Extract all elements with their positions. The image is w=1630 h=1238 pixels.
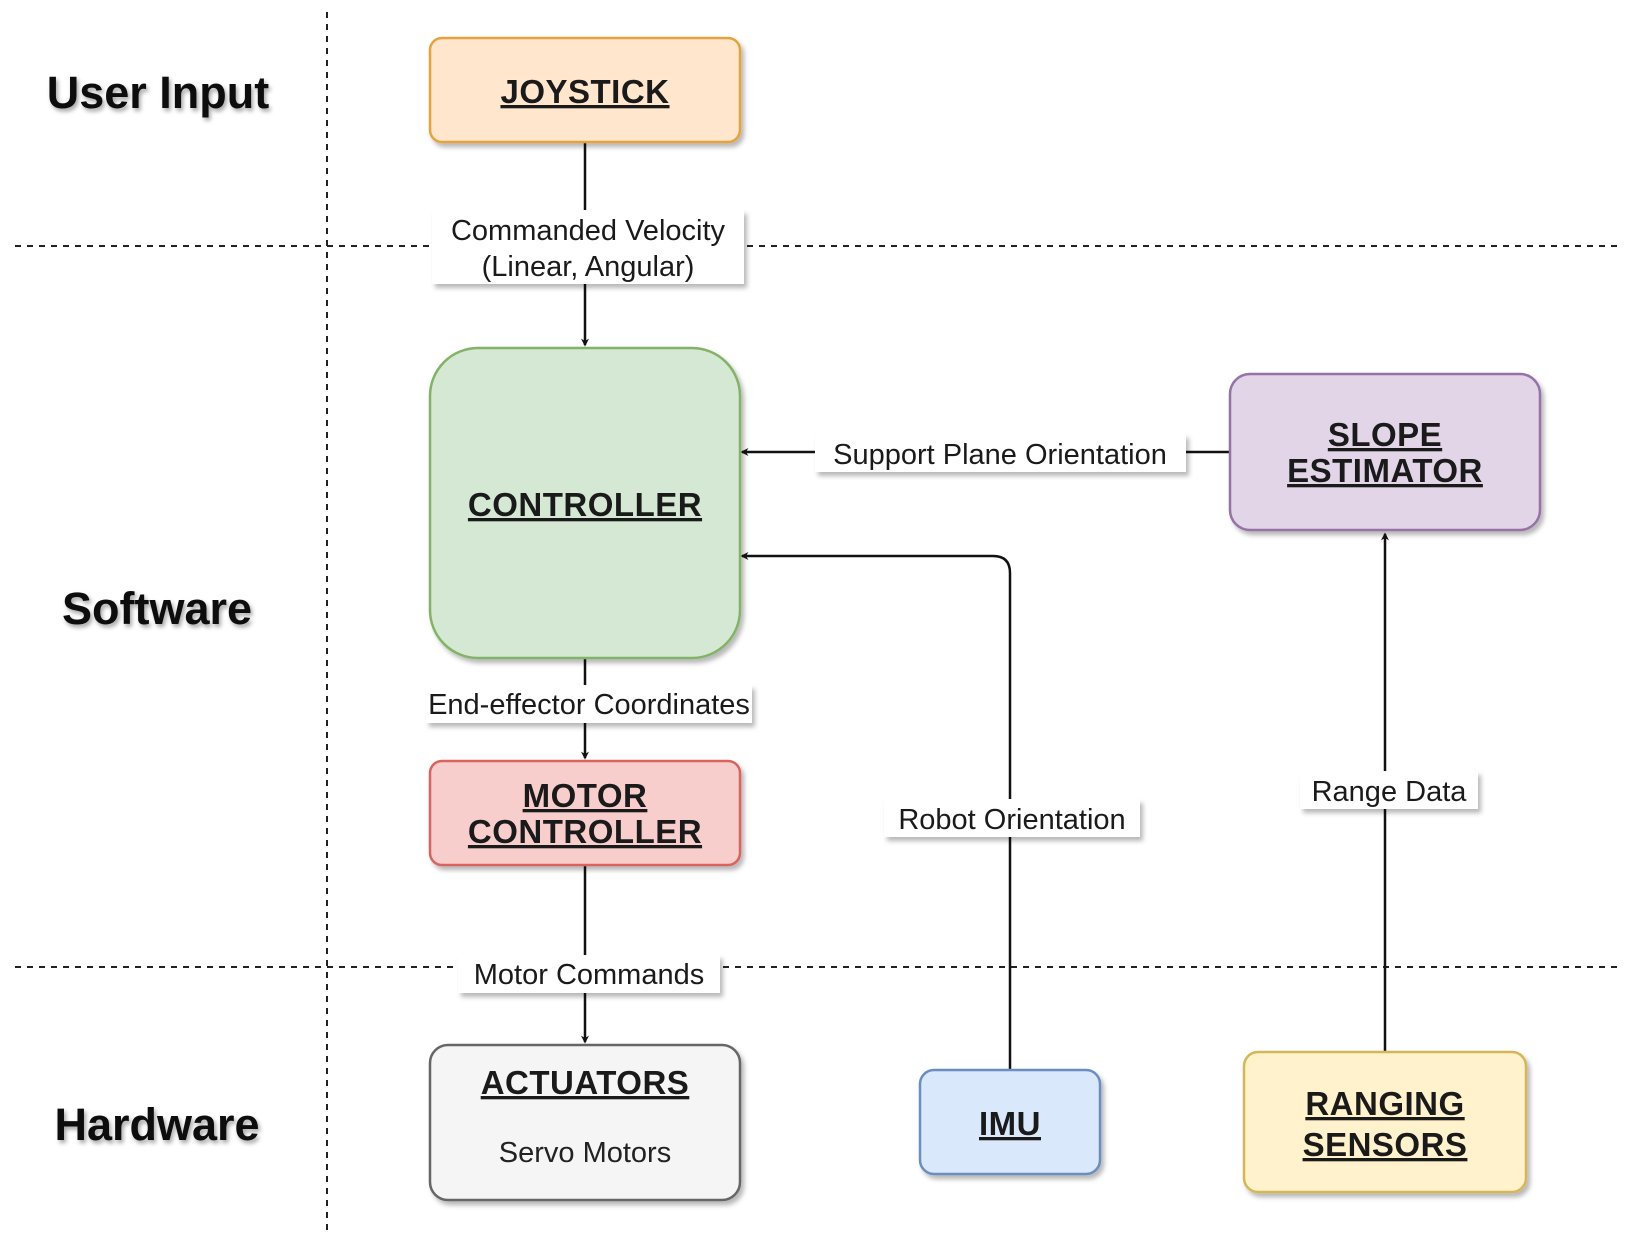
lane-label-software: Software: [62, 583, 252, 634]
svg-text:Motor Commands: Motor Commands: [474, 959, 704, 991]
svg-text:Commanded Velocity: Commanded Velocity: [451, 215, 726, 247]
svg-text:IMU: IMU: [979, 1105, 1041, 1142]
svg-text:ACTUATORS: ACTUATORS: [481, 1064, 690, 1101]
svg-text:CONTROLLER: CONTROLLER: [468, 486, 702, 523]
lane-label-hardware: Hardware: [54, 1099, 259, 1150]
svg-text:Range Data: Range Data: [1312, 776, 1468, 808]
node-actuators: ACTUATORS Servo Motors: [428, 1043, 742, 1202]
node-imu: IMU: [918, 1068, 1102, 1176]
svg-text:Servo Motors: Servo Motors: [499, 1137, 671, 1169]
svg-text:ESTIMATOR: ESTIMATOR: [1287, 452, 1483, 489]
node-controller: CONTROLLER: [428, 346, 742, 660]
svg-text:End-effector Coordinates: End-effector Coordinates: [428, 689, 750, 721]
svg-text:Robot Orientation: Robot Orientation: [898, 804, 1125, 836]
svg-text:Support Plane Orientation: Support Plane Orientation: [833, 439, 1167, 471]
svg-text:JOYSTICK: JOYSTICK: [500, 73, 669, 110]
edge-label-end-effector-coordinates: End-effector Coordinates: [426, 685, 752, 723]
node-joystick: JOYSTICK: [428, 36, 742, 144]
svg-text:(Linear, Angular): (Linear, Angular): [482, 251, 695, 283]
lane-label-user-input: User Input: [47, 67, 270, 118]
svg-text:RANGING: RANGING: [1305, 1085, 1464, 1122]
edge-label-robot-orientation: Robot Orientation: [884, 799, 1140, 837]
svg-text:SENSORS: SENSORS: [1303, 1126, 1468, 1163]
svg-text:CONTROLLER: CONTROLLER: [468, 813, 702, 850]
svg-text:SLOPE: SLOPE: [1328, 416, 1442, 453]
edge-label-range-data: Range Data: [1300, 771, 1478, 809]
edge-label-motor-commands: Motor Commands: [458, 955, 720, 993]
edge-label-support-plane-orientation: Support Plane Orientation: [815, 434, 1186, 472]
node-ranging-sensors: RANGING SENSORS: [1242, 1050, 1528, 1194]
svg-text:MOTOR: MOTOR: [523, 777, 648, 814]
node-slope-estimator: SLOPE ESTIMATOR: [1228, 372, 1542, 532]
edge-imu-to-controller: [740, 552, 1012, 1070]
node-motor-controller: MOTOR CONTROLLER: [428, 759, 742, 867]
edge-label-commanded-velocity: Commanded Velocity (Linear, Angular): [432, 210, 744, 284]
